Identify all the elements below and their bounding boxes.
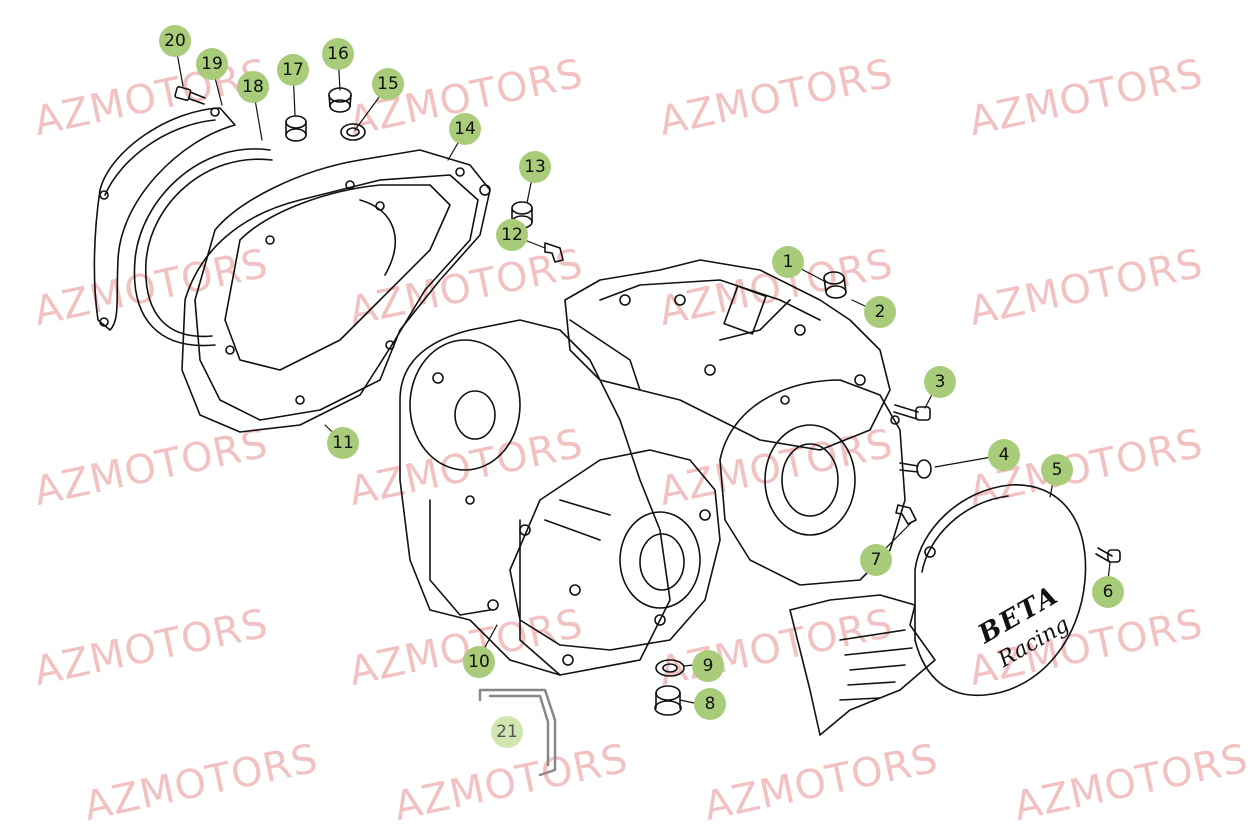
part-11-gasket (181, 174, 479, 433)
callout-12[interactable]: 12 (496, 219, 528, 251)
part-6-screw (1095, 547, 1121, 563)
callout-18[interactable]: 18 (237, 71, 269, 103)
callout-5[interactable]: 5 (1041, 454, 1073, 486)
callout-17[interactable]: 17 (277, 54, 309, 86)
part-3-bolt (893, 404, 931, 421)
part-17-plug (285, 115, 307, 142)
callout-20[interactable]: 20 (159, 25, 191, 57)
part-4-screw (899, 459, 932, 479)
callout-14[interactable]: 14 (449, 113, 481, 145)
callout-7[interactable]: 7 (860, 544, 892, 576)
crankcase-right-half (719, 379, 906, 586)
callout-1[interactable]: 1 (772, 246, 804, 278)
crankcase-left-half (399, 319, 671, 676)
callout-4[interactable]: 4 (988, 439, 1020, 471)
callout-11[interactable]: 11 (327, 427, 359, 459)
callout-16[interactable]: 16 (322, 38, 354, 70)
part-14-clutch-cover (194, 149, 491, 421)
part-16-plug (328, 87, 352, 113)
part-18-o-ring (133, 148, 273, 347)
callout-3[interactable]: 3 (924, 366, 956, 398)
part-1-dowel (823, 271, 847, 299)
part-20-bolt (174, 86, 206, 105)
callout-13[interactable]: 13 (519, 151, 551, 183)
callout-19[interactable]: 19 (196, 48, 228, 80)
part-21-bracket (478, 688, 557, 777)
part-19-outer-cover (93, 107, 236, 331)
callout-10[interactable]: 10 (463, 646, 495, 678)
crankcase-gear-housing (509, 449, 721, 651)
callout-2[interactable]: 2 (864, 296, 896, 328)
part-5-ignition-cover (914, 484, 1087, 697)
crankcase-cylinder-base (564, 259, 891, 451)
part-7-fitting (895, 504, 917, 525)
callout-6[interactable]: 6 (1092, 576, 1124, 608)
callout-9[interactable]: 9 (692, 650, 724, 682)
sprocket-guard (789, 594, 936, 736)
callout-21[interactable]: 21 (491, 716, 523, 748)
callout-8[interactable]: 8 (694, 688, 726, 720)
part-15-washer (340, 123, 366, 141)
part-8-plug (654, 685, 682, 716)
part-9-washer (655, 659, 685, 677)
callout-15[interactable]: 15 (372, 68, 404, 100)
part-12-fitting (544, 242, 564, 263)
